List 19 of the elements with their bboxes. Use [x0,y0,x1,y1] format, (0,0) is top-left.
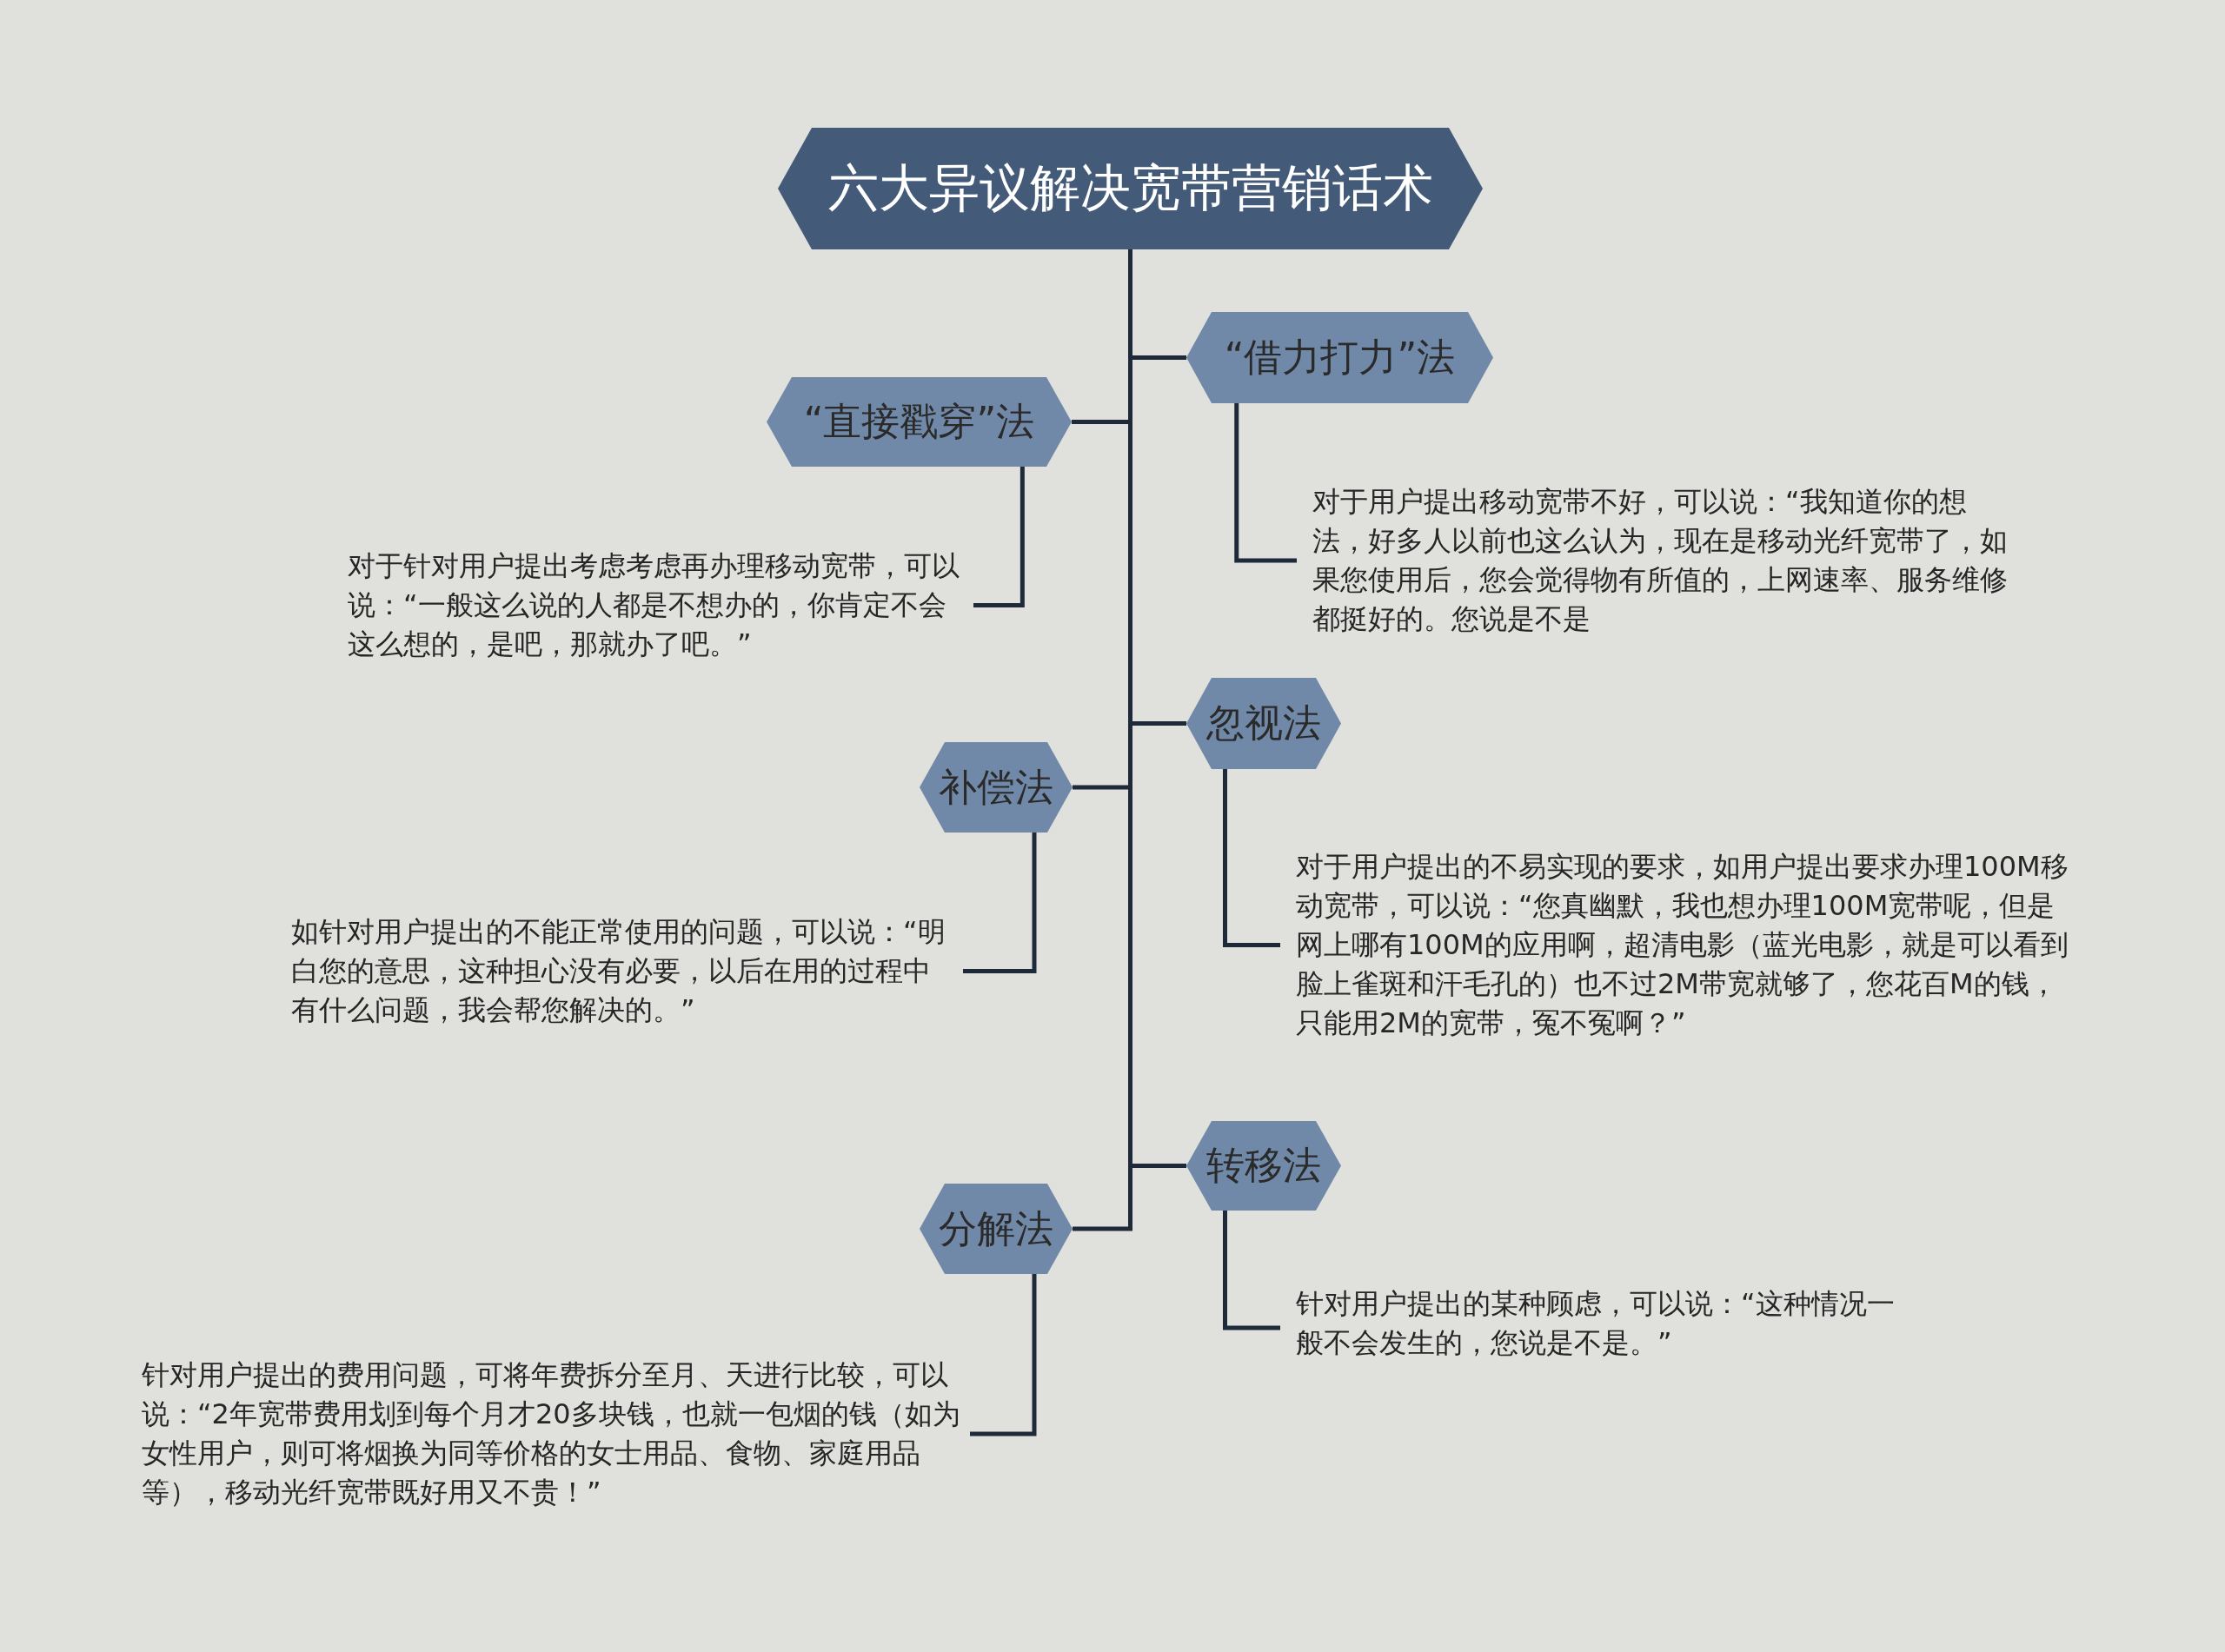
connector-line [1223,1211,1280,1330]
connector-line [1234,403,1297,563]
title-hexagon: 六大异议解决宽带营销话术 [778,128,1483,249]
topic-hexagon: “借力打力”法 [1186,312,1493,403]
note-text: 对于用户提出的不易实现的要求，如用户提出要求办理100M移动宽带，可以说：“您真幽默，我也想办理100M宽带呢，但是网上哪有100M的应用啊，超清电影（蓝光电影，就是可以看到脸上雀斑和汗毛孔的）也不过2M带宽就够了，您花百M的钱，只能用2M的宽带，冤不冤啊？” [1296,847,2078,1043]
note-text: 对于针对用户提出考虑考虑再办理移动宽带，可以说：“一般这么说的人都是不想办的，你肯定不会这么想的，是吧，那就办了吧。” [348,547,966,664]
topic-hexagon: “直接戳穿”法 [767,377,1072,467]
connector-line [963,833,1037,973]
note-text: 如针对用户提出的不能正常使用的问题，可以说：“明白您的意思，这种担心没有必要，以后在用的过程中有什么问题，我会帮您解决的。” [291,912,956,1030]
connector-line [970,1274,1037,1436]
topic-hexagon: 分解法 [920,1184,1073,1274]
note-text: 对于用户提出移动宽带不好，可以说：“我知道你的想法，好多人以前也这么认为，现在是移动光纤宽带了，如果您使用后，您会觉得物有所值的，上网速率、服务维修都挺好的。您说是不是 [1312,482,2008,639]
connector-line [973,467,1025,607]
note-text: 针对用户提出的费用问题，可将年费拆分至月、天进行比较，可以说：“2年宽带费用划到每个月才20多块钱，也就一包烟的钱（如为女性用户，则可将烟换为同等价格的女士用品、食物、家庭用品等），移动光纤宽带既好用又不贵！” [142,1356,963,1512]
topic-hexagon: 转移法 [1186,1121,1341,1211]
topic-hexagon: 忽视法 [1186,678,1341,769]
topic-hexagon: 补偿法 [920,742,1073,833]
note-text: 针对用户提出的某种顾虑，可以说：“这种情况一般不会发生的，您说是不是。” [1296,1284,1904,1363]
connector-line [1223,769,1280,947]
